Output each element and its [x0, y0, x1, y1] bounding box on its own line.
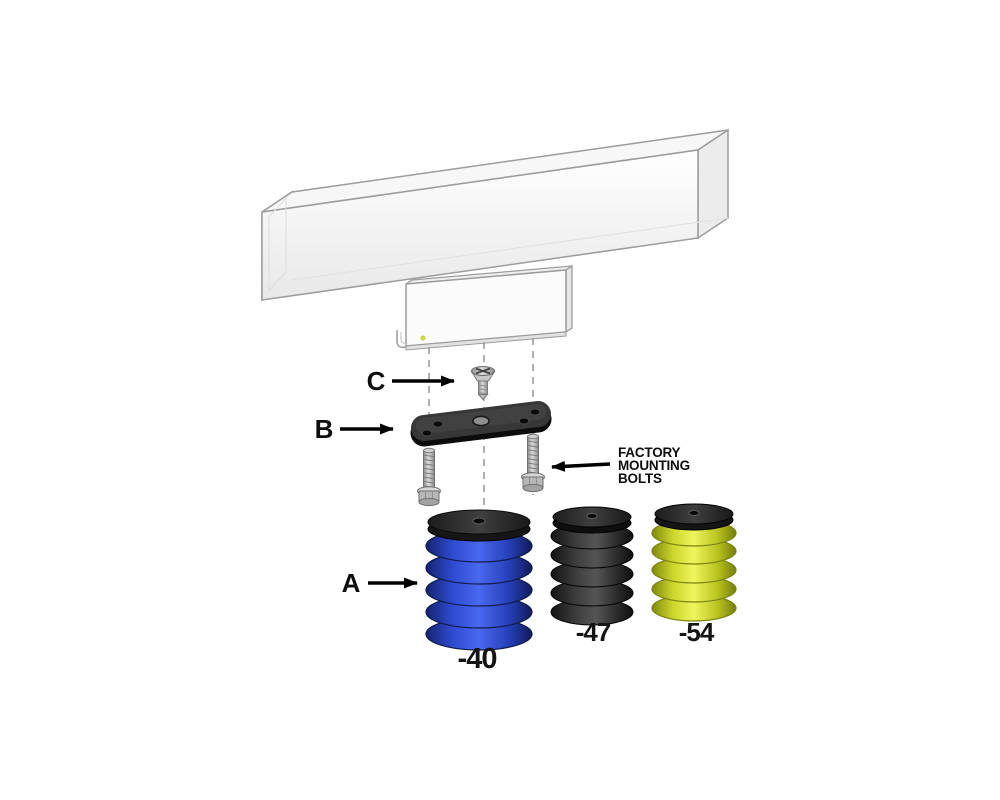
callout-a: A: [342, 568, 418, 598]
spring-cap-hole: [688, 510, 700, 516]
spring-black-47: -47: [550, 506, 634, 647]
plate-bolt-hole: [518, 417, 530, 425]
mounting-bracket: [396, 264, 573, 351]
bracket-channel-hook-inner: [400, 332, 407, 344]
spring-code-label: -54: [679, 617, 715, 647]
spring-code-label: -40: [458, 643, 497, 675]
bracket-highlight-speck: [420, 335, 426, 341]
factory-note-line-1: FACTORY: [618, 445, 681, 460]
factory-note-arrow: [551, 460, 611, 472]
plate-bolt-hole: [529, 408, 541, 416]
plate-center-hole: [472, 415, 490, 427]
spring-cap-hole: [586, 513, 598, 519]
factory-bolt-right: [521, 433, 545, 493]
callout-b: B: [315, 414, 394, 444]
mounting-plate: [410, 401, 552, 447]
frame-rail: [261, 128, 729, 302]
bolt-head-bottom: [522, 483, 544, 493]
factory-bolts-note: FACTORY MOUNTING BOLTS: [551, 445, 690, 486]
spring-yellow-54: -54: [651, 503, 737, 647]
frame-rail-front-face: [261, 149, 699, 301]
factory-note-line-2: MOUNTING: [618, 458, 690, 473]
screw-phillips-slot: [475, 367, 491, 375]
bolt-threads: [527, 440, 539, 475]
callout-c: C: [367, 366, 455, 396]
screw-threads: [478, 384, 488, 395]
bracket-right-edge: [565, 264, 573, 334]
callout-a-label: A: [342, 568, 361, 598]
spring-code-label: -47: [576, 617, 611, 647]
bolt-threads: [423, 454, 435, 489]
bolt-shaft-top: [527, 433, 539, 440]
countersunk-screw: [470, 366, 496, 401]
frame-rail-hollow-ghost: [268, 196, 287, 293]
plate-bolt-hole: [432, 420, 444, 428]
spring-cap-hole: [472, 517, 486, 525]
bracket-bottom-thickness: [405, 331, 567, 351]
plate-bolt-hole: [421, 429, 433, 437]
spring-blue-40: -40: [425, 509, 533, 675]
bolt-shaft-top: [423, 447, 435, 454]
bolt-head-bottom: [418, 497, 440, 507]
callout-c-label: C: [367, 366, 386, 396]
screw-tip: [477, 394, 489, 401]
bracket-channel-hook: [396, 330, 407, 349]
factory-note-line-3: BOLTS: [618, 471, 662, 486]
frame-rail-hidden-edge: [291, 217, 729, 281]
callout-b-label: B: [315, 414, 334, 444]
factory-bolt-left: [417, 447, 441, 507]
